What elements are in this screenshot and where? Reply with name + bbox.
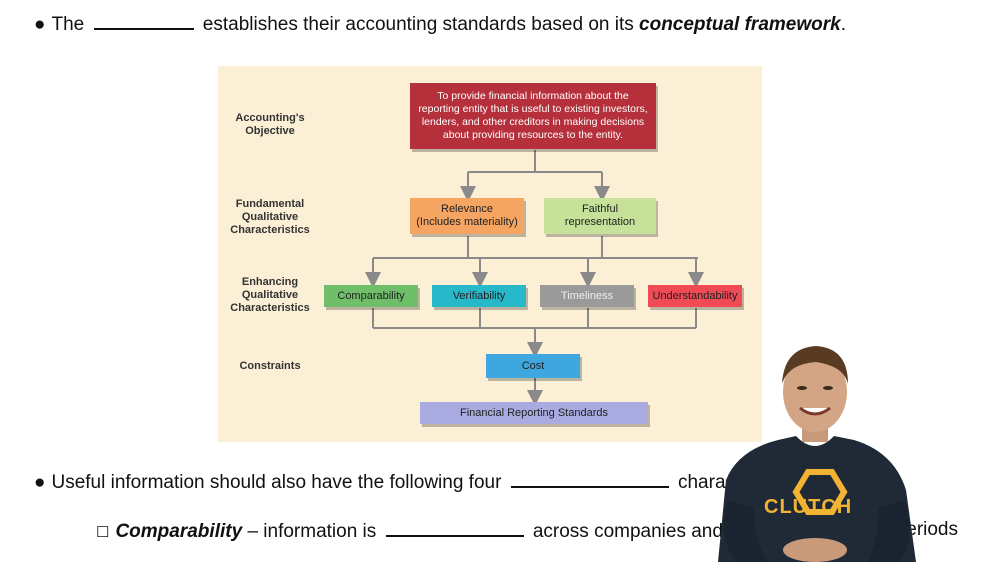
faithful-representation-box: Faithful representation — [544, 198, 656, 234]
comparability-term: Comparability — [115, 521, 243, 542]
row-label-objective: Accounting's Objective — [235, 112, 305, 137]
bullet-line-2: ●Useful information should also have the… — [34, 470, 799, 494]
presenter-figure — [718, 346, 916, 562]
row-label-constraints: Constraints — [239, 360, 301, 372]
comparability-box: Comparability — [324, 285, 418, 307]
understandability-box: Understandability — [648, 285, 742, 307]
line1-before: The — [51, 14, 85, 35]
answer-blank-3 — [385, 519, 524, 537]
line1-after: establishes their accounting standards b… — [202, 14, 634, 35]
objective-box: To provide financial information about t… — [410, 83, 656, 149]
answer-blank-1 — [93, 12, 194, 30]
bullet-line-1: ●The establishes their accounting standa… — [34, 12, 846, 36]
verifiability-box: Verifiability — [432, 285, 526, 307]
row-label-enhancing: Enhancing Qualitative Characteristics — [230, 276, 310, 314]
answer-blank-2 — [510, 470, 669, 488]
timeliness-box: Timeliness — [540, 285, 634, 307]
line1-emphasis: conceptual framework — [639, 14, 841, 35]
bullet-icon: ● — [34, 14, 46, 35]
line3-tail: eriods — [906, 519, 958, 540]
checkbox-bullet-icon: ☐ — [96, 524, 110, 541]
row-label-fundamental: Fundamental Qualitative Characteristics — [230, 198, 310, 236]
diagram-connectors — [365, 150, 704, 406]
bullet-icon: ● — [34, 472, 46, 493]
line2-before: Useful information should also have the … — [51, 472, 502, 493]
line3-text1: – information is — [247, 521, 377, 542]
presenter-video: CLUTCH — [708, 340, 923, 562]
sub-bullet-line-3: ☐ Comparability – information is across c… — [96, 519, 958, 543]
conceptual-framework-diagram: Accounting's Objective Fundamental Quali… — [218, 66, 762, 442]
cost-box: Cost — [486, 354, 580, 378]
financial-reporting-standards-box: Financial Reporting Standards — [420, 402, 648, 424]
line3-text2: across companies and — [532, 521, 723, 542]
line1-end: . — [840, 14, 846, 35]
relevance-box: Relevance (Includes materiality) — [410, 198, 524, 234]
shirt-logo-text: CLUTCH — [764, 496, 853, 518]
